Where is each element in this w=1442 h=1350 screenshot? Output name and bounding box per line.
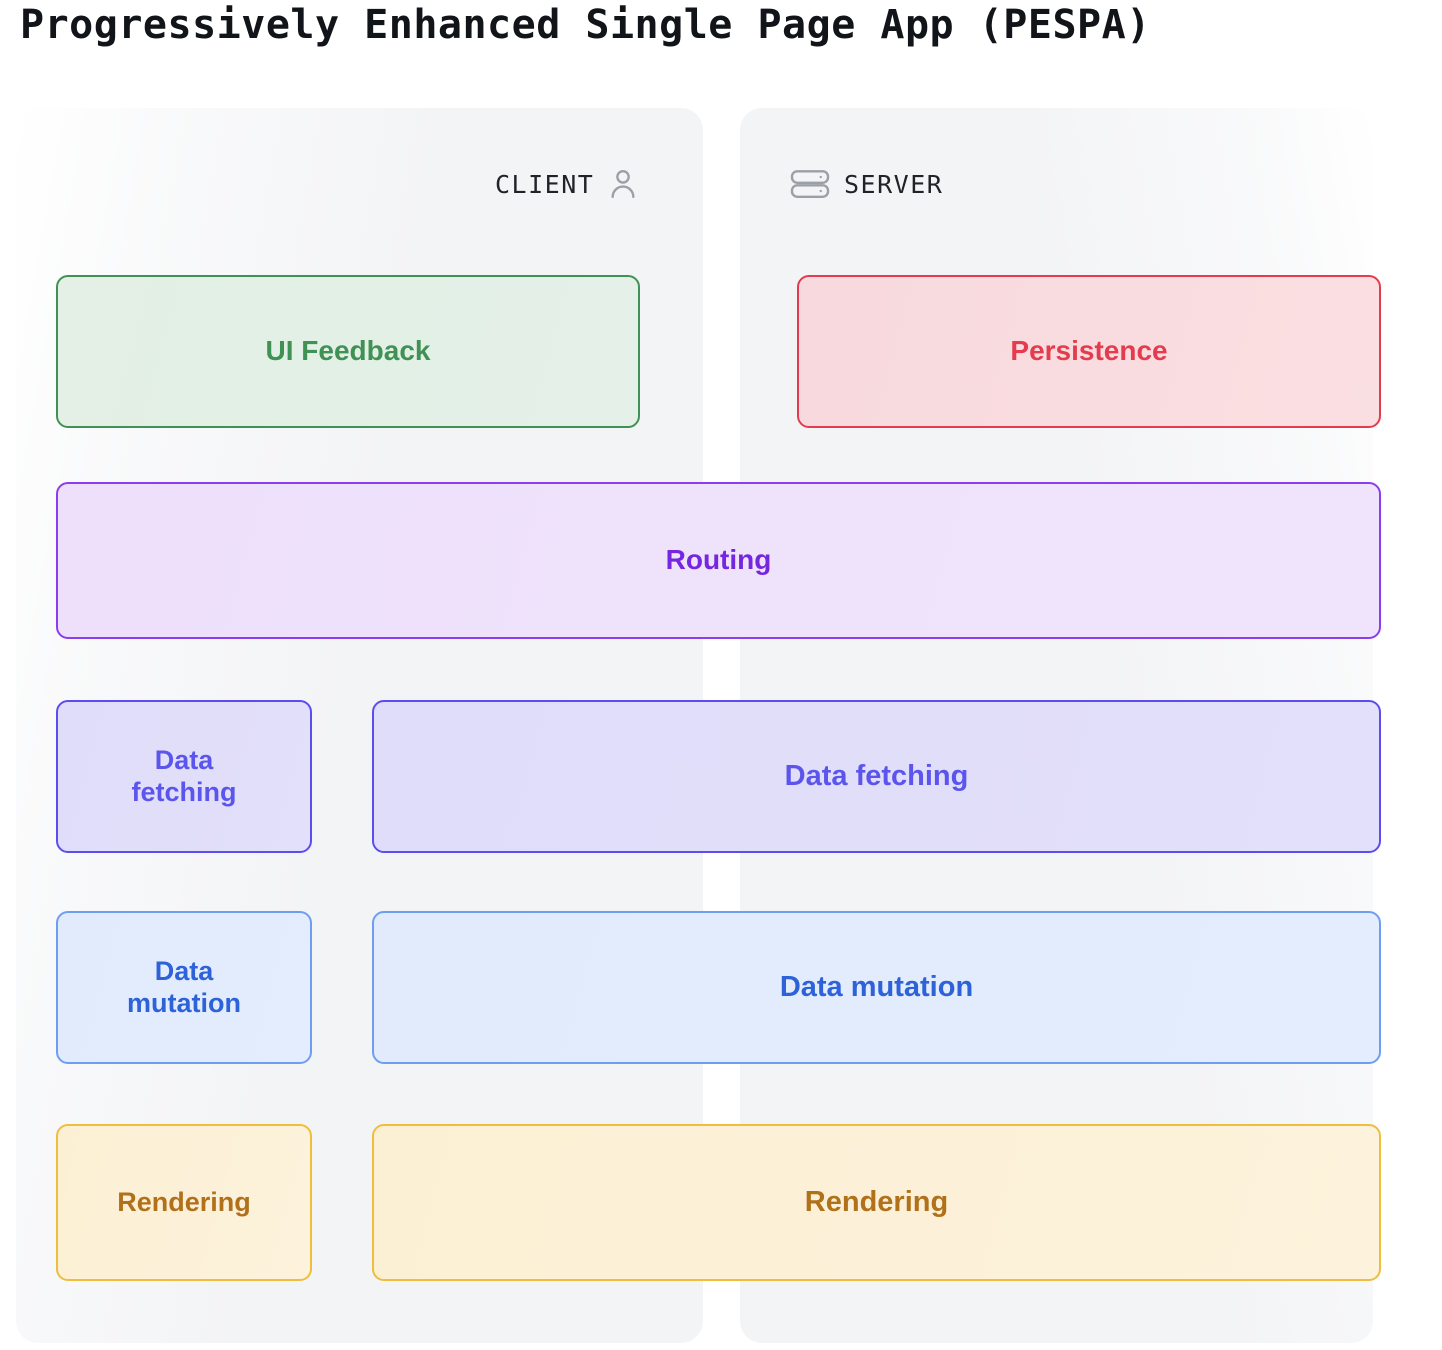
- box-routing[interactable]: Routing: [56, 482, 1381, 639]
- box-data-mutation-client[interactable]: Data mutation: [56, 911, 312, 1064]
- server-column-header: SERVER: [790, 160, 943, 208]
- client-column-label: CLIENT: [495, 169, 595, 199]
- box-data-mutation-server[interactable]: Data mutation: [372, 911, 1381, 1064]
- client-column-header: CLIENT: [495, 160, 638, 208]
- box-persistence[interactable]: Persistence: [797, 275, 1381, 428]
- box-rendering-client[interactable]: Rendering: [56, 1124, 312, 1281]
- server-column-label: SERVER: [844, 169, 944, 199]
- page-title: Progressively Enhanced Single Page App (…: [20, 2, 1151, 48]
- server-icon: [790, 169, 830, 199]
- box-data-fetching-client[interactable]: Data fetching: [56, 700, 312, 853]
- user-icon: [608, 168, 638, 200]
- box-ui-feedback[interactable]: UI Feedback: [56, 275, 640, 428]
- box-rendering-server[interactable]: Rendering: [372, 1124, 1381, 1281]
- box-data-fetching-server[interactable]: Data fetching: [372, 700, 1381, 853]
